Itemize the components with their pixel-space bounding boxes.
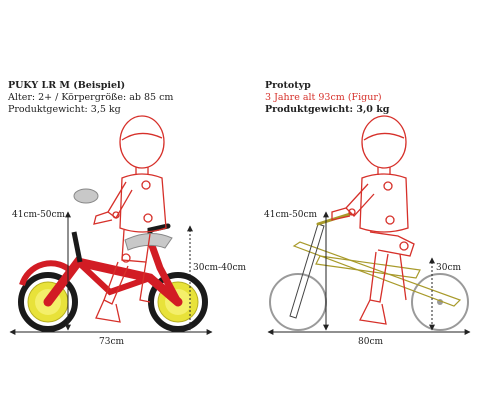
right-info-block: Prototyp 3 Jahre alt 93cm (Figur) Produk… (265, 80, 389, 116)
left-title: PUKY LR M (Beispiel) (8, 80, 126, 91)
puky-seat-post (71, 231, 83, 263)
right-figure-note: 3 Jahre alt 93cm (Figur) (265, 92, 382, 103)
right-weight: Produktgewicht: 3,0 kg (265, 104, 390, 115)
right-length-label: 80cm (358, 337, 383, 347)
left-info-block: PUKY LR M (Beispiel) Alter: 2+ / Körperg… (8, 80, 173, 116)
right-seat-height-label: 41cm-50cm (264, 210, 318, 220)
puky-frame (43, 256, 183, 307)
prototype-frame (292, 241, 462, 307)
left-age-height: Alter: 2+ / Körpergröße: ab 85 cm (8, 92, 174, 103)
right-dimensions: 41cm-50cm 30cm 80cm (264, 210, 471, 347)
left-length-label: 73cm (99, 337, 124, 347)
left-seat-height-label: 41cm-50cm (12, 210, 66, 220)
right-title: Prototyp (265, 80, 311, 91)
puky-saddle (73, 188, 99, 204)
puky-fork (146, 236, 182, 306)
left-child-figure (93, 115, 167, 323)
prototype-rear-wheel (269, 273, 327, 331)
prototype-fork (289, 223, 325, 319)
left-weight: Produktgewicht: 3,5 kg (8, 104, 121, 115)
right-handle-height-label: 30cm (436, 263, 461, 273)
left-dimensions: 41cm-50cm 30cm-40cm 73cm (9, 210, 247, 347)
right-child-figure (331, 115, 415, 325)
left-handle-height-label: 30cm-40cm (193, 263, 247, 273)
